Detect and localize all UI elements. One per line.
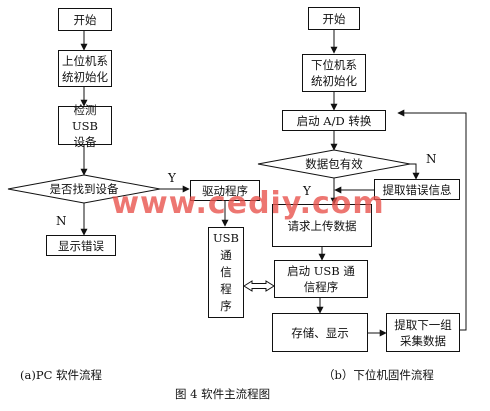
usb-comm-box: USB 通 信 程 序: [208, 227, 244, 318]
left-decision-label: 是否找到设备: [49, 182, 119, 196]
right-no-label: N: [426, 152, 437, 166]
figure-title: 图 4 软件主流程图: [175, 387, 271, 401]
store-display-box: 存储、显示: [272, 313, 368, 352]
request-upload-box: 请求上传数据: [272, 204, 372, 247]
left-yes-label: Y: [168, 171, 176, 185]
left-init-box: 上位机系 统初始化: [58, 50, 112, 87]
right-start-box: 开始: [308, 7, 360, 30]
caption-right: （b）下位机固件流程: [323, 368, 434, 382]
left-detect-box: 检测 USB 设备: [58, 103, 112, 149]
extract-error-box: 提取错误信息: [374, 179, 460, 200]
usb-start-box: 启动 USB 通 信程序: [274, 260, 368, 298]
left-start-box: 开始: [58, 8, 112, 31]
caption-left: (a)PC 软件流程: [20, 368, 103, 382]
arrow-loop-back: [397, 109, 467, 331]
ad-box: 启动 A/D 转换: [282, 110, 386, 131]
right-init-box: 下位机系 统初始化: [302, 54, 366, 92]
next-group-box: 提取下一组 采集数据: [386, 313, 460, 352]
double-arrow-usb-link: [243, 280, 275, 292]
driver-box: 驱动程序: [190, 180, 260, 201]
left-error-box: 显示错误: [46, 235, 116, 256]
watermark-text: www.cediy.com: [111, 186, 385, 221]
arrow-decision-no-right: [410, 163, 420, 180]
left-no-label: N: [56, 214, 67, 228]
right-yes-label: Y: [303, 184, 311, 198]
right-decision-label: 数据包有效: [305, 157, 363, 171]
